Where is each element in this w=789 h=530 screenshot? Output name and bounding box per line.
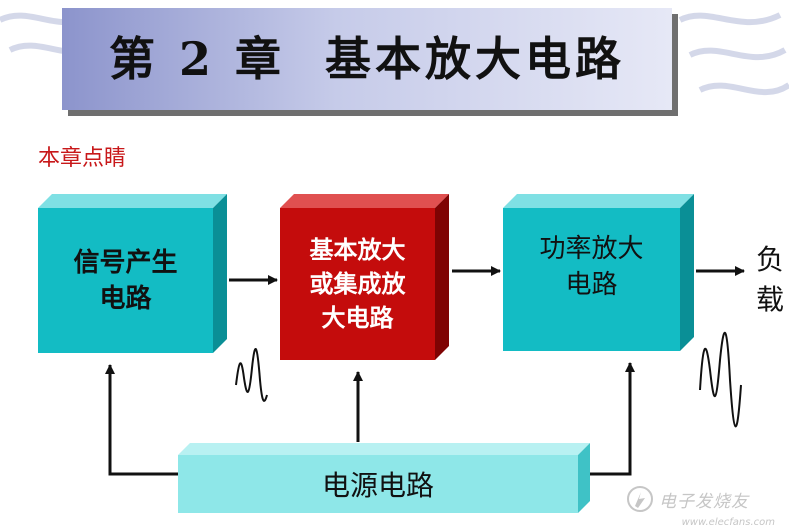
power-supply-label: 电源电路 bbox=[321, 469, 434, 502]
basic-amplifier-label: 基本放大 或集成放 大电路 bbox=[309, 236, 406, 332]
title-banner: 第 2 章 基本放大电路 bbox=[62, 8, 672, 110]
power-supply-block bbox=[178, 443, 590, 513]
waveform-small-icon bbox=[235, 347, 268, 402]
signal-flow-arrows bbox=[229, 266, 745, 285]
watermark-brand: 电子发烧友 bbox=[659, 492, 749, 512]
signal-source-block bbox=[38, 194, 227, 353]
supply-connections bbox=[105, 362, 635, 476]
load-label: 负 载 bbox=[755, 243, 784, 316]
power-amplifier-block bbox=[503, 194, 694, 351]
signal-source-label: 信号产生 电路 bbox=[73, 247, 178, 314]
basic-amplifier-block bbox=[280, 194, 449, 360]
watermark: 电子发烧友 www.elecfans.com bbox=[625, 484, 775, 528]
watermark-logo-icon bbox=[627, 486, 653, 512]
page-title: 第 2 章 基本放大电路 bbox=[108, 32, 626, 86]
waveform-large-icon bbox=[699, 331, 742, 428]
watermark-url: www.elecfans.com bbox=[681, 517, 775, 528]
power-amplifier-label: 功率放大 电路 bbox=[539, 233, 644, 300]
section-label: 本章点睛 bbox=[38, 146, 127, 171]
